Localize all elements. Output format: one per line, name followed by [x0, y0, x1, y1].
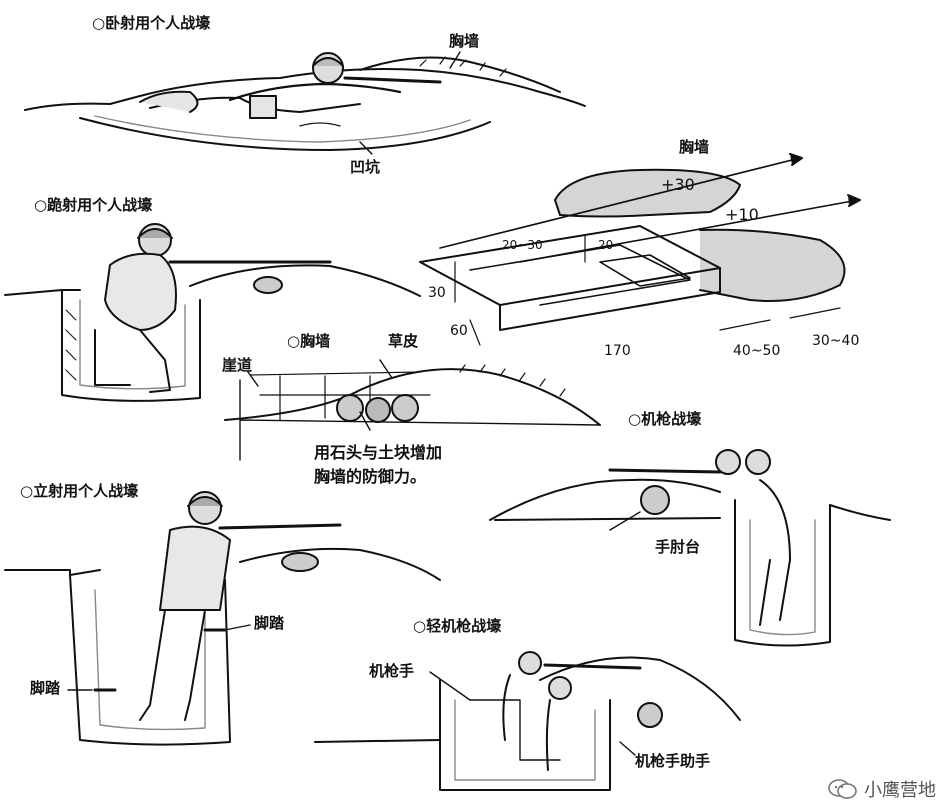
- prone-trench-drawing: [24, 52, 586, 151]
- kneel-trench-title: ○跪射用个人战壕: [34, 196, 153, 214]
- dimension-diagram: [419, 153, 861, 346]
- kneel-trench-drawing: [4, 223, 421, 402]
- mg-trench-title: ○机枪战壕: [628, 410, 702, 428]
- leader-lines: [67, 51, 641, 756]
- stand-trench-drawing: [4, 491, 441, 746]
- dim-20-30: 20~30: [502, 238, 543, 252]
- dim-30: 30: [428, 285, 446, 301]
- note-line-2: 胸墙的防御力。: [314, 467, 427, 486]
- dim-170: 170: [604, 343, 631, 359]
- parapet-section-title: ○胸墙: [287, 332, 331, 350]
- dim-30-40: 30~40: [812, 333, 860, 349]
- dim-40-50: 40~50: [733, 343, 781, 359]
- prone-trench-title: ○卧射用个人战壕: [92, 14, 211, 32]
- elbow-rest-label: 手肘台: [655, 538, 701, 556]
- angle-plus-30: +30: [661, 175, 695, 194]
- parapet-section-drawing: [224, 364, 601, 461]
- watermark: 小鹰营地: [828, 776, 936, 802]
- parapet-label-2: 胸墙: [679, 138, 710, 156]
- stand-trench-title: ○立射用个人战壕: [20, 482, 139, 500]
- footstep-label-1: 脚踏: [254, 614, 285, 632]
- assistant-gunner-label: 机枪手助手: [635, 752, 711, 770]
- angle-plus-10: +10: [725, 205, 759, 224]
- mg-trench-drawing: [489, 449, 891, 647]
- dim-60: 60: [450, 323, 468, 339]
- cliff-path-label: 崖道: [222, 356, 253, 374]
- watermark-text: 小鹰营地: [864, 780, 936, 801]
- gunner-label: 机枪手: [369, 662, 415, 680]
- parapet-label-1: 胸墙: [449, 32, 480, 50]
- wechat-icon: [828, 779, 857, 799]
- lmg-trench-title: ○轻机枪战壕: [413, 617, 502, 635]
- footstep-label-2: 脚踏: [30, 679, 61, 697]
- dim-20: 20: [598, 238, 614, 252]
- lmg-trench-drawing: [314, 651, 741, 791]
- pit-label: 凹坑: [350, 158, 381, 176]
- note-line-1: 用石头与土块增加: [314, 443, 443, 462]
- turf-label: 草皮: [388, 332, 419, 350]
